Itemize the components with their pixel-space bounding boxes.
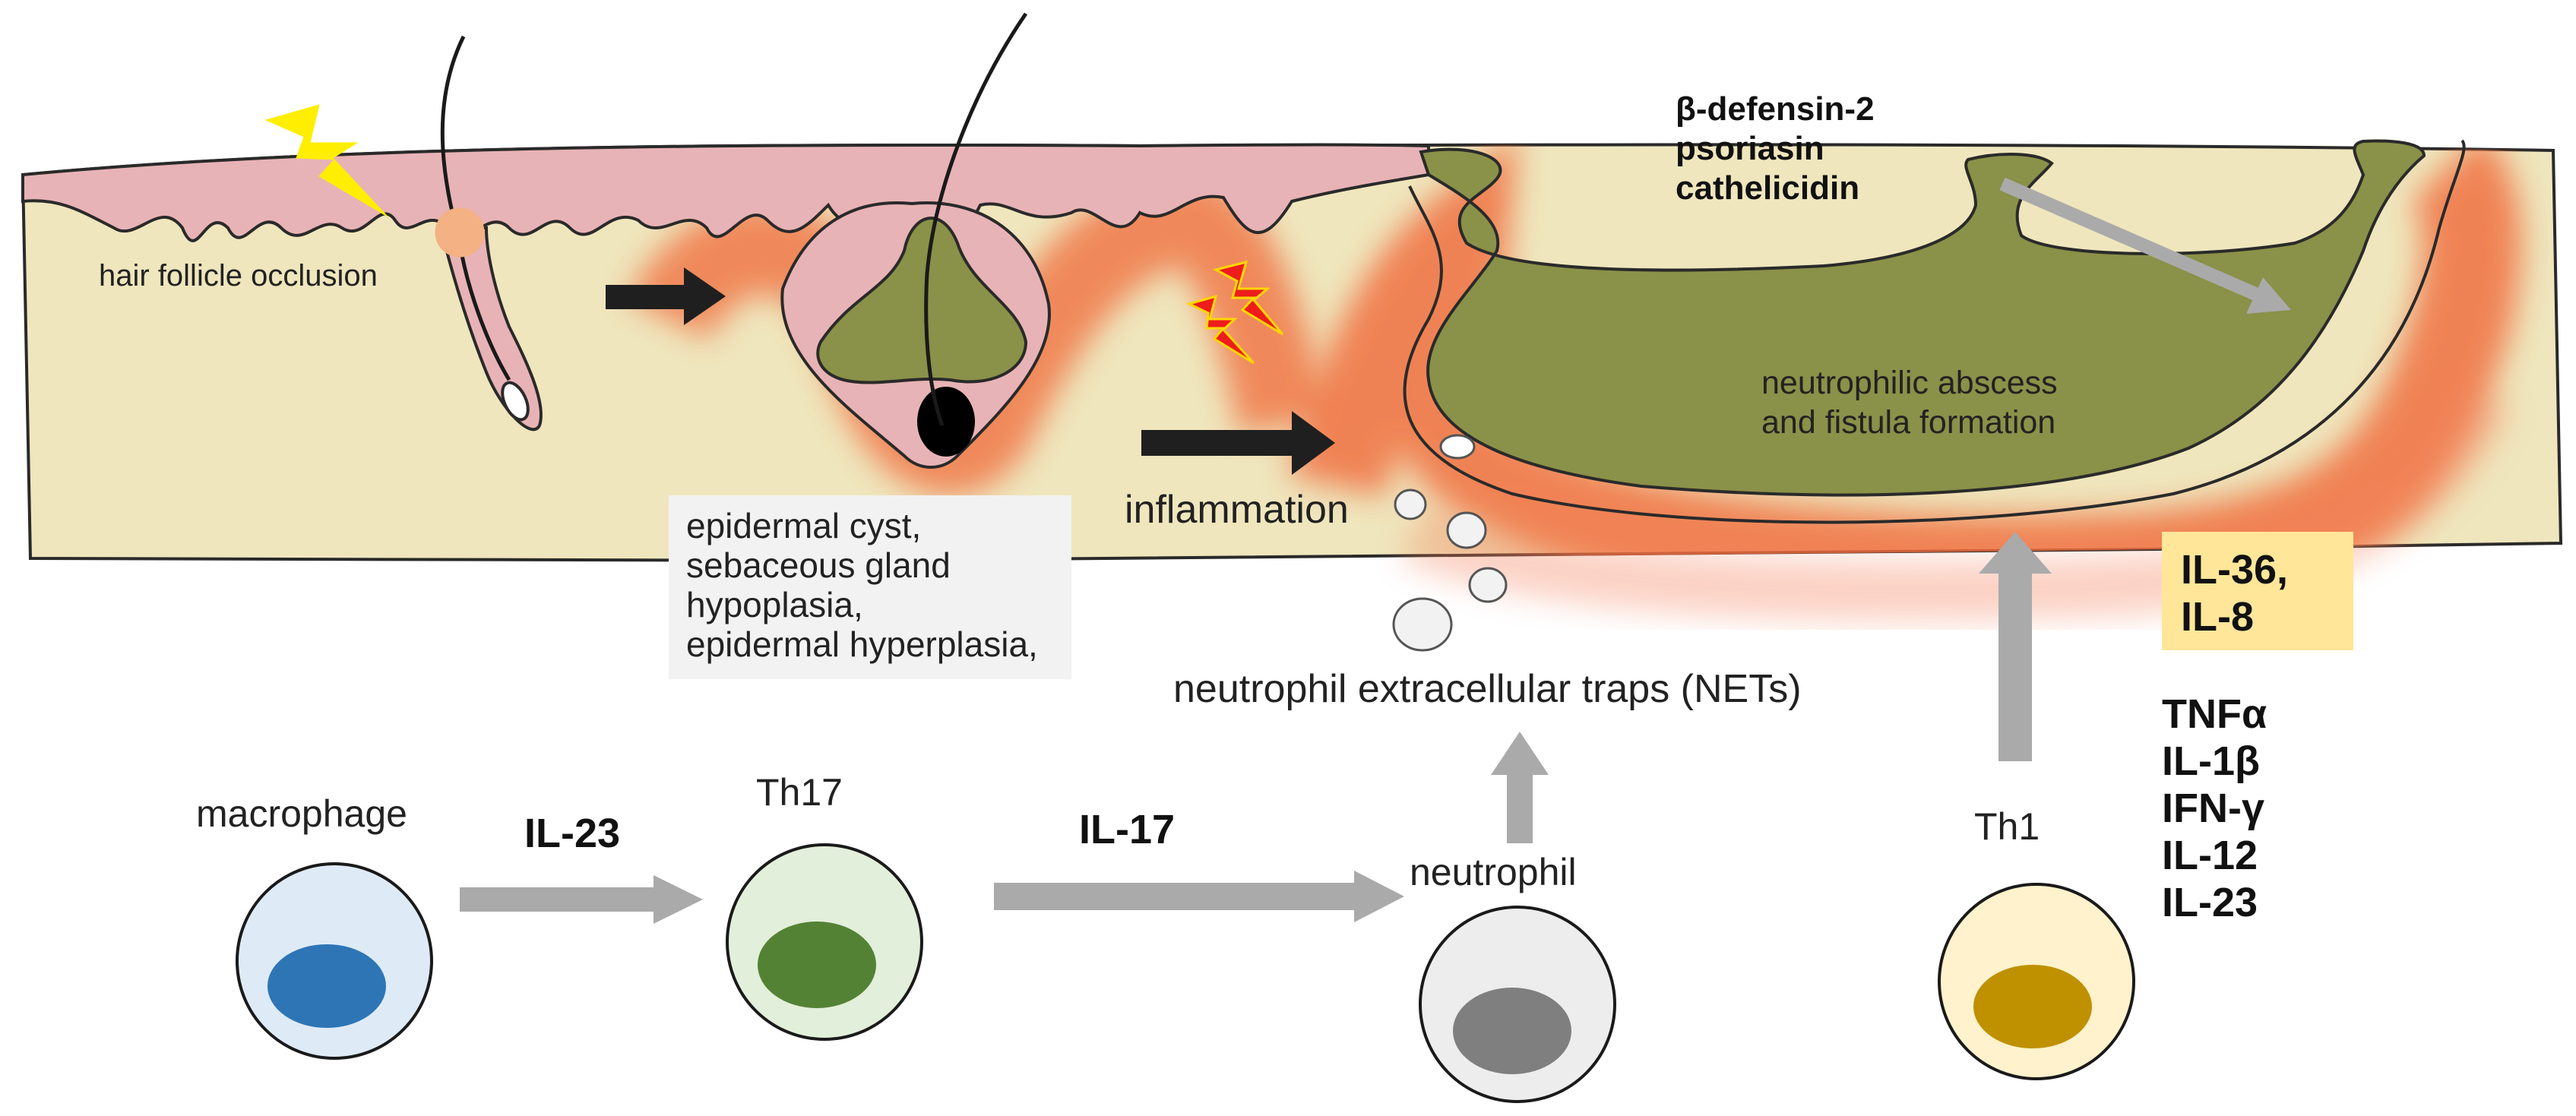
il8-line: IL-8 bbox=[2181, 594, 2254, 640]
occlusion-plug bbox=[435, 207, 485, 258]
cytokine-il23: IL-23 bbox=[2162, 880, 2258, 925]
th1-cytokines: TNFα IL-1β IFN-γ IL-12 IL-23 bbox=[2162, 691, 2267, 925]
th1-nucleus bbox=[1973, 965, 2092, 1048]
gray-arrow-up-th1 bbox=[1979, 532, 2052, 761]
cytokine-il12: IL-12 bbox=[2162, 833, 2258, 878]
fistula-tract bbox=[1403, 139, 2466, 524]
black-arrow-icon bbox=[606, 267, 726, 325]
abscess-label-line1: neutrophilic abscess bbox=[1761, 365, 2058, 401]
peptide-psoriasin: psoriasin bbox=[1676, 130, 1824, 167]
antimicrobial-peptides: β-defensin-2 psoriasin cathelicidin bbox=[1676, 90, 1875, 207]
cyst-box-line: sebaceous gland bbox=[686, 545, 951, 585]
neutrophil-nucleus bbox=[1453, 988, 1571, 1074]
net-bubble bbox=[1392, 597, 1453, 652]
il17-label: IL-17 bbox=[1079, 807, 1175, 852]
il23-label: IL-23 bbox=[524, 811, 620, 856]
inflammation-label: inflammation bbox=[1125, 488, 1349, 532]
cytokine-tnfa: TNFα bbox=[2162, 691, 2267, 737]
peptide-cathelicidin: cathelicidin bbox=[1676, 169, 1859, 207]
hair-bulb bbox=[501, 381, 530, 422]
th1-label: Th1 bbox=[1974, 805, 2040, 848]
net-bubble bbox=[1446, 511, 1487, 549]
th17-nucleus bbox=[758, 922, 876, 1008]
cytokine-ifng: IFN-γ bbox=[2162, 786, 2264, 831]
macrophage-cell: macrophage bbox=[196, 792, 433, 1060]
net-bubble bbox=[1439, 434, 1476, 460]
yellow-lightning-icon bbox=[264, 104, 388, 217]
abscess bbox=[1403, 139, 2466, 524]
gray-arrow-diagonal bbox=[1999, 177, 2291, 314]
net-bubble bbox=[1394, 488, 1427, 520]
neutrophil-label: neutrophil bbox=[1410, 851, 1577, 893]
il17-arrow: IL-17 bbox=[994, 807, 1404, 922]
gray-arrow-up-neutrophil bbox=[1491, 732, 1549, 843]
red-lightning-icon bbox=[1212, 260, 1284, 336]
black-arrow-icon bbox=[1141, 411, 1335, 475]
sebaceous-gland bbox=[917, 387, 975, 457]
cyst-box-line: hypoplasia, bbox=[686, 585, 863, 624]
net-bubbles bbox=[1392, 434, 1508, 652]
cyst-box-line: epidermal cyst, bbox=[686, 506, 921, 545]
il36-line: IL-36, bbox=[2181, 547, 2288, 593]
peptide-beta-defensin-2: β-defensin-2 bbox=[1676, 90, 1875, 128]
abscess-label-line2: and fistula formation bbox=[1761, 404, 2055, 441]
macrophage-label: macrophage bbox=[196, 792, 407, 835]
th1-cell: Th1 bbox=[1938, 805, 2135, 1080]
net-bubble bbox=[1468, 567, 1508, 603]
cyst-description-box: epidermal cyst, sebaceous gland hypoplas… bbox=[669, 495, 1071, 679]
il36-box: IL-36, IL-8 bbox=[2162, 532, 2353, 650]
epidermal-cyst bbox=[780, 12, 1051, 469]
th17-label: Th17 bbox=[756, 771, 843, 814]
nets-label: neutrophil extracellular traps (NETs) bbox=[1173, 667, 1802, 711]
macrophage-nucleus bbox=[267, 944, 386, 1028]
cyst-box-line: epidermal hyperplasia, bbox=[686, 624, 1038, 664]
cytokine-il1b: IL-1β bbox=[2162, 738, 2260, 784]
epidermis bbox=[21, 143, 1430, 250]
il23-arrow: IL-23 bbox=[460, 811, 703, 924]
hair-follicle-occlusion-label: hair follicle occlusion bbox=[99, 259, 378, 292]
skin-section bbox=[21, 12, 2563, 652]
cyst-hair-shaft bbox=[924, 12, 1028, 426]
red-lightning-icon bbox=[1185, 294, 1255, 365]
neutrophil-cell: neutrophil bbox=[1410, 851, 1616, 1103]
th17-cell: Th17 bbox=[726, 771, 923, 1041]
